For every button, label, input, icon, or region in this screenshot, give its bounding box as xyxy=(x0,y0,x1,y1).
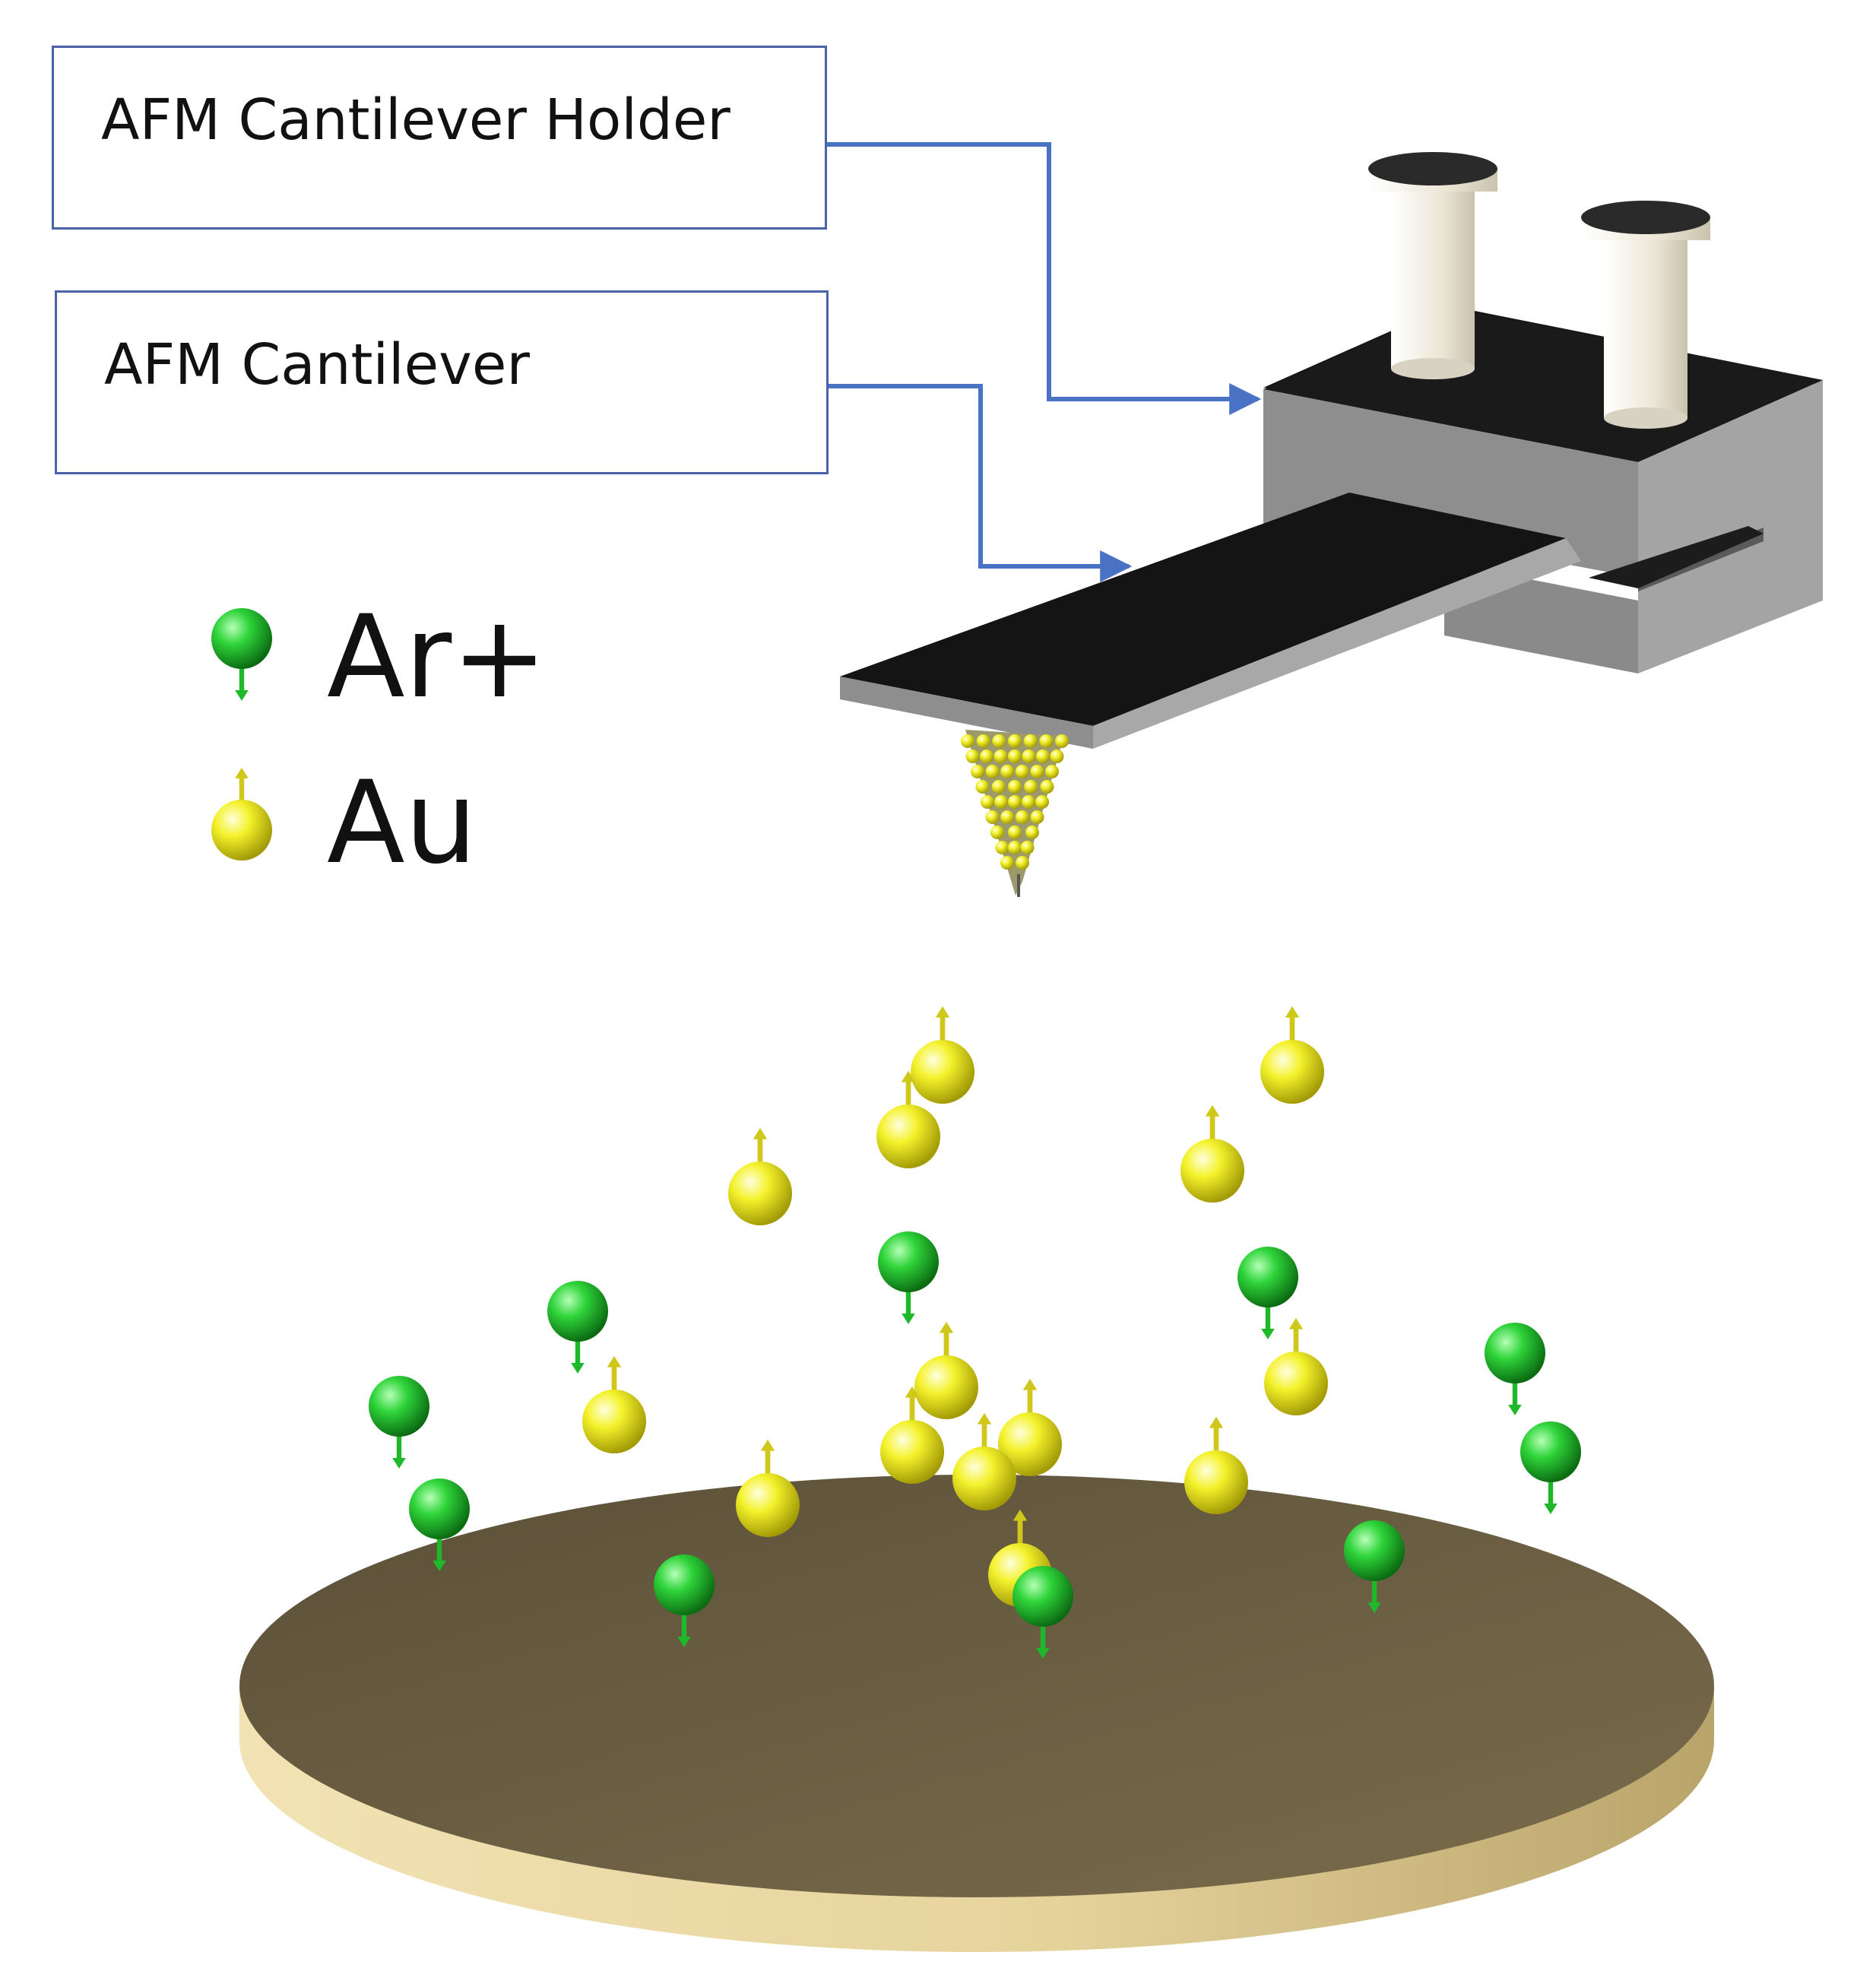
tip-au-particle xyxy=(1008,749,1022,763)
tip-au-particle xyxy=(1022,795,1035,809)
tip-au-particle xyxy=(1035,795,1049,809)
tip-au-particle xyxy=(990,826,1004,839)
tip-au-particle xyxy=(1000,810,1015,824)
callout-connectors xyxy=(827,142,1262,582)
holder-lower-top xyxy=(1589,526,1764,588)
label-cantilever-text: AFM Cantilever xyxy=(104,332,530,398)
tip-au-particle xyxy=(1030,810,1044,824)
au-particle xyxy=(880,1386,944,1484)
ar-particle xyxy=(1520,1421,1581,1514)
au-particle xyxy=(876,1070,940,1168)
tip-au-particle xyxy=(1008,795,1022,809)
au-particle xyxy=(736,1439,800,1537)
au-particle xyxy=(952,1412,1016,1510)
tip-au-particle xyxy=(992,734,1006,748)
substrate-disc xyxy=(239,1475,1714,1952)
tip-au-particle xyxy=(995,841,1009,854)
tip-au-particle xyxy=(1000,765,1015,778)
tip-au-particle xyxy=(993,749,1008,763)
label-cantilever-holder: AFM Cantilever Holder xyxy=(52,46,827,230)
au-particle xyxy=(911,1006,974,1104)
tip-au-particle xyxy=(1008,841,1022,854)
tip-au-particle xyxy=(980,749,993,763)
legend-au-marker xyxy=(211,768,272,860)
legend-label-ar-plus: Ar+ xyxy=(327,591,547,724)
label-cantilever: AFM Cantilever xyxy=(55,290,829,474)
tip-au-particle xyxy=(994,795,1008,809)
tip-au-particle xyxy=(1023,734,1038,748)
cantilever-front-face xyxy=(840,677,1093,749)
tip-au-particle xyxy=(1024,780,1038,794)
cantilever-connector-arrow xyxy=(829,384,1133,582)
ar-particle xyxy=(1237,1247,1298,1339)
au-particle xyxy=(1184,1416,1248,1514)
tip-au-particle xyxy=(991,780,1006,794)
tip-au-particle xyxy=(985,765,1000,778)
legend-ar-plus-marker xyxy=(211,608,272,701)
ar-particle xyxy=(547,1281,608,1374)
substrate-top xyxy=(239,1475,1714,1897)
label-cantilever-holder-text: AFM Cantilever Holder xyxy=(101,87,730,153)
tip-au-particle xyxy=(976,734,990,748)
au-particle xyxy=(914,1321,978,1419)
ar-particle xyxy=(1012,1566,1073,1659)
tip-au-particle xyxy=(1030,765,1044,778)
au-particle xyxy=(1264,1317,1328,1415)
tip-au-particle xyxy=(981,795,994,809)
tip-au-particle xyxy=(1045,765,1059,778)
tip-au-particle xyxy=(1020,841,1035,854)
tip-au-particle xyxy=(1036,749,1050,763)
tip-au-particle xyxy=(1025,826,1039,839)
tip-au-particle xyxy=(1008,734,1022,748)
holder-side-right xyxy=(1638,380,1823,673)
tip-au-particle xyxy=(1015,765,1029,778)
tip-au-particle xyxy=(961,734,974,748)
ar-particle xyxy=(369,1376,429,1469)
tip-au-particle xyxy=(1016,856,1029,870)
ar-particle xyxy=(654,1554,715,1647)
holder-pin-right xyxy=(1581,201,1710,429)
tip-au-particle xyxy=(985,810,1000,824)
au-particle xyxy=(1180,1104,1244,1203)
tip-au-particle xyxy=(1008,780,1022,794)
cantilever-top-face xyxy=(840,493,1566,726)
tip-au-particle xyxy=(1008,826,1022,839)
tip-au-particle xyxy=(965,749,980,763)
legend-markers xyxy=(211,608,272,860)
au-particle xyxy=(998,1378,1062,1476)
holder-pin-left xyxy=(1368,152,1497,379)
au-particle xyxy=(582,1355,646,1453)
particle-cloud xyxy=(369,1006,1581,1659)
tip-au-particle xyxy=(1039,734,1054,748)
tip-au-particle xyxy=(975,780,990,794)
tip-au-particle xyxy=(1000,856,1014,870)
tip-au-particle xyxy=(1015,810,1029,824)
holder-connector-arrow xyxy=(827,142,1262,415)
afm-tip-cone xyxy=(961,730,1069,897)
tip-au-particle xyxy=(1022,749,1036,763)
legend-label-au: Au xyxy=(327,757,477,889)
ar-particle xyxy=(409,1478,470,1571)
tip-au-particle xyxy=(1050,749,1064,763)
au-particle xyxy=(728,1127,792,1225)
au-particle xyxy=(1260,1006,1324,1104)
ar-particle xyxy=(878,1231,939,1324)
tip-au-particle xyxy=(1055,734,1069,748)
cantilever-beam xyxy=(840,493,1581,749)
tip-au-particle xyxy=(1040,780,1054,794)
cantilever-side-face xyxy=(1093,538,1581,749)
ar-particle xyxy=(1344,1520,1405,1613)
ar-particle xyxy=(1485,1323,1545,1415)
tip-au-particle xyxy=(971,765,984,778)
